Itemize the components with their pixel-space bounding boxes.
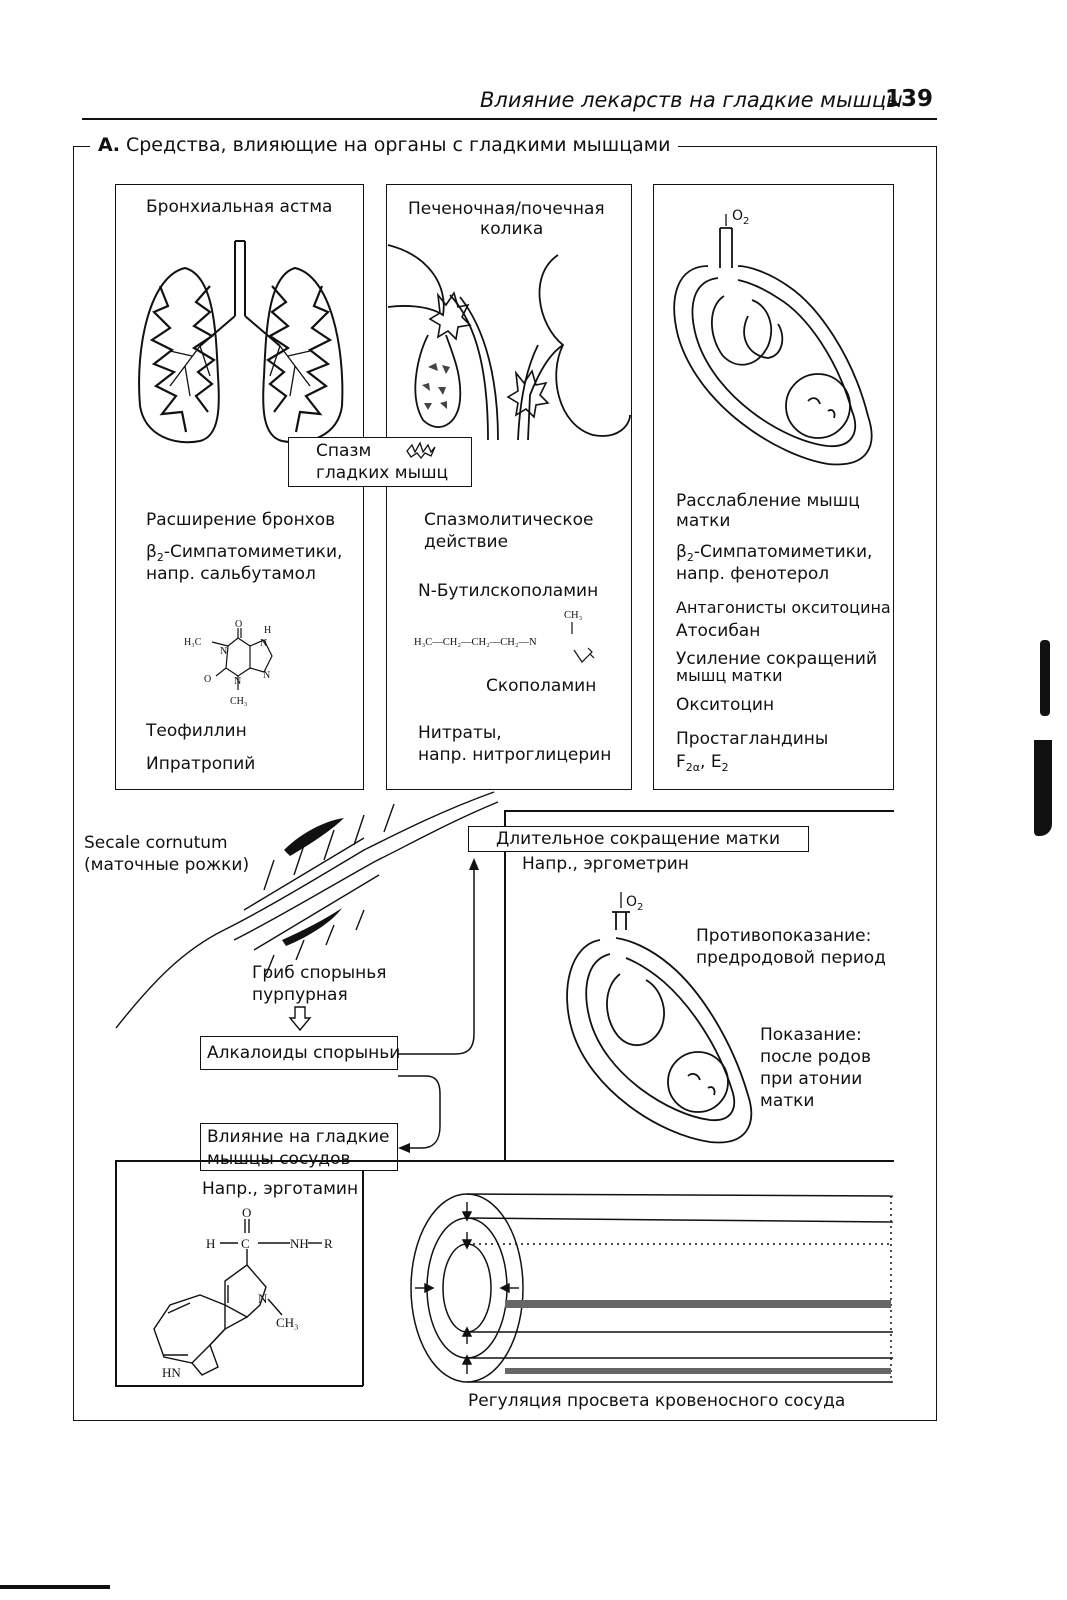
atom-n3: N [234, 676, 241, 687]
drug-class-name: -Симпатомиметики, [164, 542, 343, 562]
ergotamine-frame-bottom [115, 1385, 363, 1387]
ergotamine-frame-top [115, 1160, 894, 1162]
colic-drug-scopolamine: Скополамин [486, 675, 596, 697]
spasm-icon [405, 441, 437, 459]
asthma-drug-theophylline: Теофиллин [146, 720, 247, 742]
running-header: Влияние лекарств на гладкие мышцы 139 [470, 86, 935, 116]
pg-f-sub: 2α [686, 761, 700, 774]
colic-example: напр. нитроглицерин [418, 744, 611, 766]
down-arrow-icon [289, 1006, 311, 1032]
drug-class-name: -Симпатомиметики, [694, 542, 873, 562]
indication-line2: после родов [760, 1046, 871, 1068]
section-title: Средства, влияющие на органы с гладкими … [126, 134, 670, 156]
atom-h3c: H₃C [184, 637, 202, 648]
atom-n1: N [220, 646, 227, 657]
colic-effect-line1: Спазмолитическое [424, 509, 594, 531]
colic-title-line1: Печеночная/почечная [408, 198, 605, 220]
atosiban: Атосибан [676, 620, 760, 642]
asthma-drug-class: β2-Симпатомиметики, [146, 541, 342, 565]
atom-n7: N [260, 638, 267, 649]
page-edge-mark [1040, 640, 1050, 716]
uterus-relax-example: напр. фенотерол [676, 563, 829, 585]
contraction-frame-line-left [504, 810, 506, 1160]
oxytocin-antagonists: Антагонисты окситоцина [676, 597, 891, 619]
pg-e-sub: 2 [722, 761, 729, 774]
structure-methyl: CH₃ [564, 610, 583, 621]
beta-symbol: β [676, 542, 687, 562]
spasm-line1: Спазм [316, 440, 371, 462]
blood-vessel-illustration [405, 1192, 895, 1390]
fungus-line1: Гриб спорынья [252, 962, 387, 984]
ergot-alkaloids-label: Алкалоиды спорыньи [207, 1042, 400, 1064]
page-edge-mark-2 [1034, 740, 1052, 836]
uterus-contraction-title: Длительное сокращение матки [496, 828, 780, 850]
atom-h: H [206, 1236, 215, 1251]
atom-h: H [264, 625, 271, 636]
uterus-relax-effect-line2: матки [676, 510, 730, 532]
pregnant-uterus-illustration: O2 [668, 206, 878, 468]
contraction-line2: мышц матки [676, 665, 783, 687]
bottom-smudge [0, 1585, 110, 1589]
page-number: 139 [885, 86, 933, 112]
vessel-caption: Регуляция просвета кровеносного сосуда [468, 1390, 845, 1412]
indication-line4: матки [760, 1090, 814, 1112]
contraindication-line2: предродовой период [696, 947, 886, 969]
pg-e: , E [700, 752, 722, 772]
colic-drug-nitrates: Нитраты, [418, 722, 502, 744]
atom-r: R [324, 1236, 333, 1251]
fungus-line2: пурпурная [252, 984, 348, 1006]
header-title: Влияние лекарств на гладкие мышцы [480, 88, 903, 112]
atom-n9: N [263, 670, 270, 681]
section-heading: А. Средства, влияющие на органы с гладки… [90, 132, 678, 158]
contraindication-line1: Противопоказание: [696, 925, 871, 947]
atom-nh: NH [290, 1236, 309, 1251]
atom-o-left: O [204, 674, 211, 685]
uterus-relax-effect-line1: Расслабление мышц [676, 490, 860, 512]
ergotamine-example: Напр., эрготамин [202, 1178, 358, 1200]
connector-arrows [396, 858, 486, 1158]
atom-c: C [241, 1236, 250, 1251]
spasm-line2: гладких мышц [316, 462, 448, 484]
header-rule [82, 118, 937, 120]
prostaglandins: Простагландины [676, 728, 828, 750]
atom-n: N [258, 1291, 268, 1306]
asthma-example: напр. сальбутамол [146, 563, 316, 585]
atom-hn: HN [162, 1365, 181, 1380]
ergotamine-structure: O H C NH R N CH₃ HN [140, 1205, 350, 1380]
butylscopolamine-structure: CH₃ H₃C—CH₂—CH₂—CH₂—N [414, 608, 614, 668]
atom-ch3: CH₃ [230, 696, 247, 707]
asthma-title: Бронхиальная астма [146, 196, 332, 218]
vascular-line2: мышцы сосудов [207, 1148, 351, 1170]
contraction-frame-line-top [504, 810, 894, 812]
asthma-drug-ipratropium: Ипратропий [146, 753, 255, 775]
colic-effect-line2: действие [424, 531, 508, 553]
ergotamine-frame-right [362, 1170, 364, 1386]
beta-symbol: β [146, 542, 157, 562]
uterus-relax-drug-class: β2-Симпатомиметики, [676, 541, 872, 565]
theophylline-structure: O H₃C N H N N O N CH₃ [180, 618, 300, 713]
atom-ch3: CH₃ [276, 1315, 299, 1330]
o2-label: O2 [732, 208, 749, 227]
indication-line1: Показание: [760, 1024, 862, 1046]
prostaglandin-types: F2α, E2 [676, 751, 729, 775]
indication-line3: при атонии [760, 1068, 862, 1090]
atom-o: O [242, 1205, 251, 1220]
vascular-line1: Влияние на гладкие [207, 1126, 390, 1148]
atom-o-top: O [235, 619, 242, 630]
structure-chain: H₃C—CH₂—CH₂—CH₂—N [414, 637, 537, 648]
gallbladder-kidney-illustration [388, 235, 630, 450]
pg-f: F [676, 752, 686, 772]
uterus-contraction-example: Напр., эргометрин [522, 853, 689, 875]
o2-label-2: O2 [626, 894, 643, 913]
oxytocin: Окситоцин [676, 694, 774, 716]
section-letter: А. [98, 134, 120, 156]
lungs-illustration [130, 236, 355, 456]
asthma-effect: Расширение бронхов [146, 509, 335, 531]
ergotamine-frame-left [115, 1160, 117, 1386]
colic-drug-butylscopolamine: N-Бутилскополамин [418, 580, 598, 602]
